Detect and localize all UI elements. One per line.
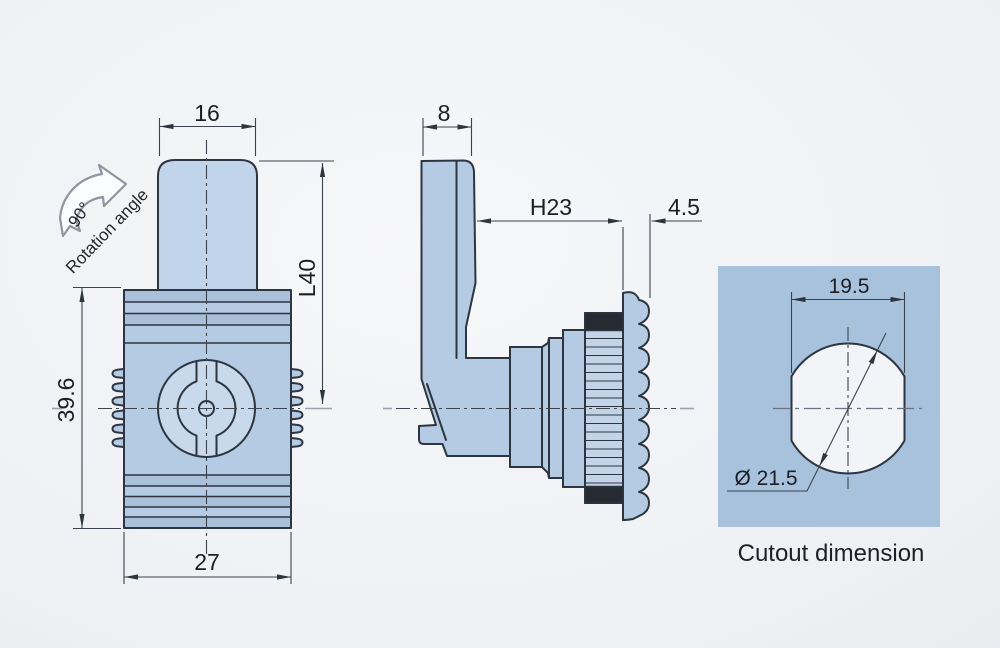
rotation-arrow-icon (58, 163, 128, 238)
rotation-annotation: 90° Rotation angle (58, 163, 152, 277)
dim-8-label: 8 (438, 100, 451, 126)
dim-l40: L40 (259, 160, 334, 404)
dim-16-label: 16 (194, 100, 220, 126)
front-teeth-left (111, 368, 125, 448)
dim-19-5-label: 19.5 (829, 275, 870, 298)
front-view (111, 159, 304, 529)
centerlines (52, 140, 694, 557)
dim-l40-label: L40 (294, 259, 320, 297)
front-knob (157, 159, 258, 292)
dim-h23-label: H23 (530, 194, 572, 220)
front-teeth-right (290, 368, 304, 448)
side-thread-lines (586, 337, 622, 484)
dim-4-5-label: 4.5 (668, 194, 700, 220)
dim-39-6: 39.6 (53, 286, 121, 530)
side-thread-dark-bands (584, 312, 624, 504)
dim-8: 8 (422, 100, 473, 156)
cutout-caption: Cutout dimension (738, 540, 925, 567)
dim-h23: H23 (477, 194, 624, 290)
dim-27: 27 (123, 532, 292, 584)
dim-16: 16 (158, 100, 257, 156)
dim-27-label: 27 (194, 549, 220, 575)
front-ridge-lines (124, 301, 291, 518)
dim-21-5: Ø 21.5 (727, 332, 887, 492)
dim-19-5: 19.5 (790, 275, 906, 373)
cutout-panel: 19.5 Ø 21.5 (718, 266, 940, 527)
dim-4-5: 4.5 (649, 194, 702, 298)
front-body-bands (125, 290, 290, 528)
dim-21-5-label: Ø 21.5 (734, 467, 797, 490)
dim-39-6-label: 39.6 (53, 378, 79, 423)
